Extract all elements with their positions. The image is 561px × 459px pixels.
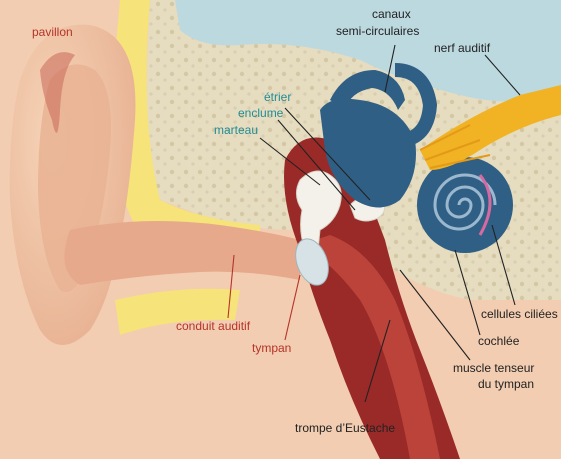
label-etrier: étrier (264, 90, 291, 104)
label-tympan: tympan (252, 341, 291, 355)
label-cochlee: cochlée (478, 334, 520, 348)
label-enclume: enclume (238, 106, 284, 120)
label-du-tympan: du tympan (478, 377, 534, 391)
label-cellules-ciliees: cellules ciliées (481, 307, 558, 321)
label-semi-circulaires: semi-circulaires (336, 24, 419, 38)
label-nerf-auditif: nerf auditif (434, 41, 491, 55)
label-trompe-eustache: trompe d’Eustache (295, 421, 395, 435)
label-conduit-auditif: conduit auditif (176, 319, 251, 333)
label-muscle-tenseur: muscle tenseur (453, 361, 534, 375)
label-marteau: marteau (214, 123, 258, 137)
label-pavillon: pavillon (32, 25, 73, 39)
cochlea-shape (417, 157, 513, 253)
label-canaux: canaux (372, 7, 411, 21)
